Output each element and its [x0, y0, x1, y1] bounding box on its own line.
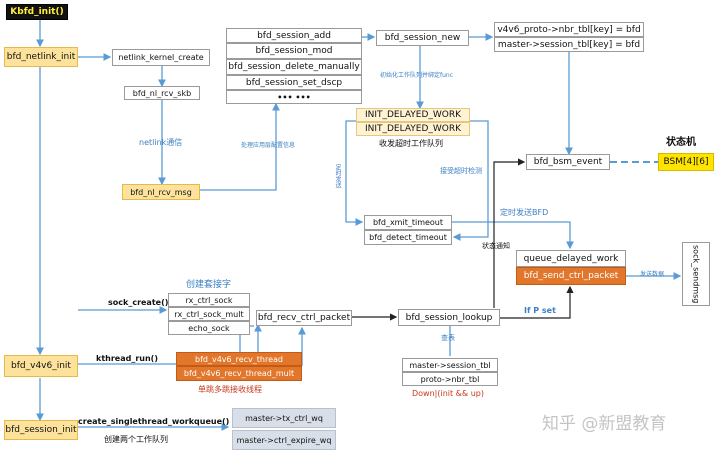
- bfd-session-init-node: bfd_session_init: [4, 420, 78, 440]
- bfd-v4v6-recv-thread-mult-node: bfd_v4v6_recv_thread_mult: [176, 366, 302, 381]
- bfd-session-delete-manually-node: bfd_session_delete_manually: [226, 59, 362, 75]
- bfd-nl-rcv-skb-node: bfd_nl_rcv_skb: [124, 86, 200, 100]
- bfd-session-set-dscp-node: bfd_session_set_dscp: [226, 75, 362, 90]
- netlink-kernel-create-node: netlink_kernel_create: [112, 49, 210, 66]
- rx-ctrl-sock-node: rx_ctrl_sock: [168, 293, 250, 307]
- bfd-session-add-node: bfd_session_add: [226, 28, 362, 43]
- down-condition-label: Down|(init && up): [412, 389, 484, 398]
- nbr-tbl-assign-node: v4v6_proto->nbr_tbl[key] = bfd: [494, 22, 644, 37]
- timed-send-bfd-label: 定时发送BFD: [500, 208, 549, 217]
- session-tbl-assign-node: master->session_tbl[key] = bfd: [494, 37, 644, 52]
- single-multi-hop-label: 单跳多跳接收线程: [198, 385, 262, 394]
- queue-delayed-work-node: queue_delayed_work: [516, 250, 626, 267]
- tx-ctrl-wq-node: master->tx_ctrl_wq: [232, 408, 336, 428]
- bfd-session-mod-node: bfd_session_mod: [226, 43, 362, 59]
- send-timeout-work-queue-label: 收发超时工作队列: [379, 139, 443, 148]
- if-p-set-label: If P set: [524, 306, 556, 315]
- lookup-label: 查表: [441, 334, 455, 342]
- master-session-tbl-node: master->session_tbl: [402, 358, 498, 372]
- bfd-v4v6-recv-thread-node: bfd_v4v6_recv_thread: [176, 352, 302, 366]
- init-delayed-work-node-2: INIT_DELAYED_WORK: [356, 122, 470, 136]
- bsm-table-node: BSM[4][6]: [658, 153, 714, 171]
- init-delayed-work-node-1: INIT_DELAYED_WORK: [356, 108, 470, 122]
- bfd-xmit-timeout-node: bfd_xmit_timeout: [364, 215, 452, 230]
- kbfd-init-node: Kbfd_init(): [6, 4, 68, 20]
- proto-nbr-tbl-node: proto->nbr_tbl: [402, 372, 498, 386]
- create-singlethread-label: create_singlethread_workqueue(): [78, 417, 230, 426]
- netlink-comm-label: netlink通信: [139, 138, 183, 147]
- bfd-v4v6-init-node: bfd_v4v6_init: [4, 355, 78, 377]
- bfd-nl-rcv-msg-node: bfd_nl_rcv_msg: [122, 184, 200, 200]
- init-work-queue-label: 初始化工作队列并绑定func: [380, 72, 454, 79]
- bfd-session-new-node: bfd_session_new: [376, 30, 469, 46]
- kthread-run-label: kthread_run(): [96, 354, 158, 363]
- handle-app-config-label: 处理应用层配置信息: [241, 142, 296, 149]
- bfd-netlink-init-node: bfd_netlink_init: [4, 47, 78, 67]
- rx-ctrl-sock-mult-node: rx_ctrl_sock_mult: [168, 307, 250, 321]
- state-machine-label: 状态机: [666, 137, 696, 148]
- sock-create-label: sock_create(): [108, 298, 169, 307]
- create-socket-label: 创建套接字: [186, 280, 232, 290]
- state-notify-label: 状态通知: [482, 242, 510, 250]
- bfd-recv-ctrl-packet-node: bfd_recv_ctrl_packet: [256, 310, 352, 326]
- sock-sendmsg-node: sock_sendmsg: [682, 242, 710, 306]
- watermark-text: 知乎 @新盟教育: [542, 414, 667, 434]
- bfd-send-ctrl-packet-node: bfd_send_ctrl_packet: [516, 267, 626, 285]
- send-data-label: 发送数据: [640, 271, 665, 278]
- create-two-queues-label: 创建两个工作队列: [104, 435, 168, 444]
- timed-send-label: 定时发送: [334, 164, 341, 188]
- bfd-detect-timeout-node: bfd_detect_timeout: [364, 230, 452, 245]
- more-ellipsis-node: ••• •••: [226, 90, 362, 104]
- bfd-bsm-event-node: bfd_bsm_event: [526, 154, 610, 170]
- ctrl-expire-wq-node: master->ctrl_expire_wq: [232, 430, 336, 450]
- echo-sock-node: echo_sock: [168, 321, 250, 335]
- recv-timeout-detect-label: 接受超时检测: [440, 167, 482, 175]
- bfd-session-lookup-node: bfd_session_lookup: [398, 309, 500, 326]
